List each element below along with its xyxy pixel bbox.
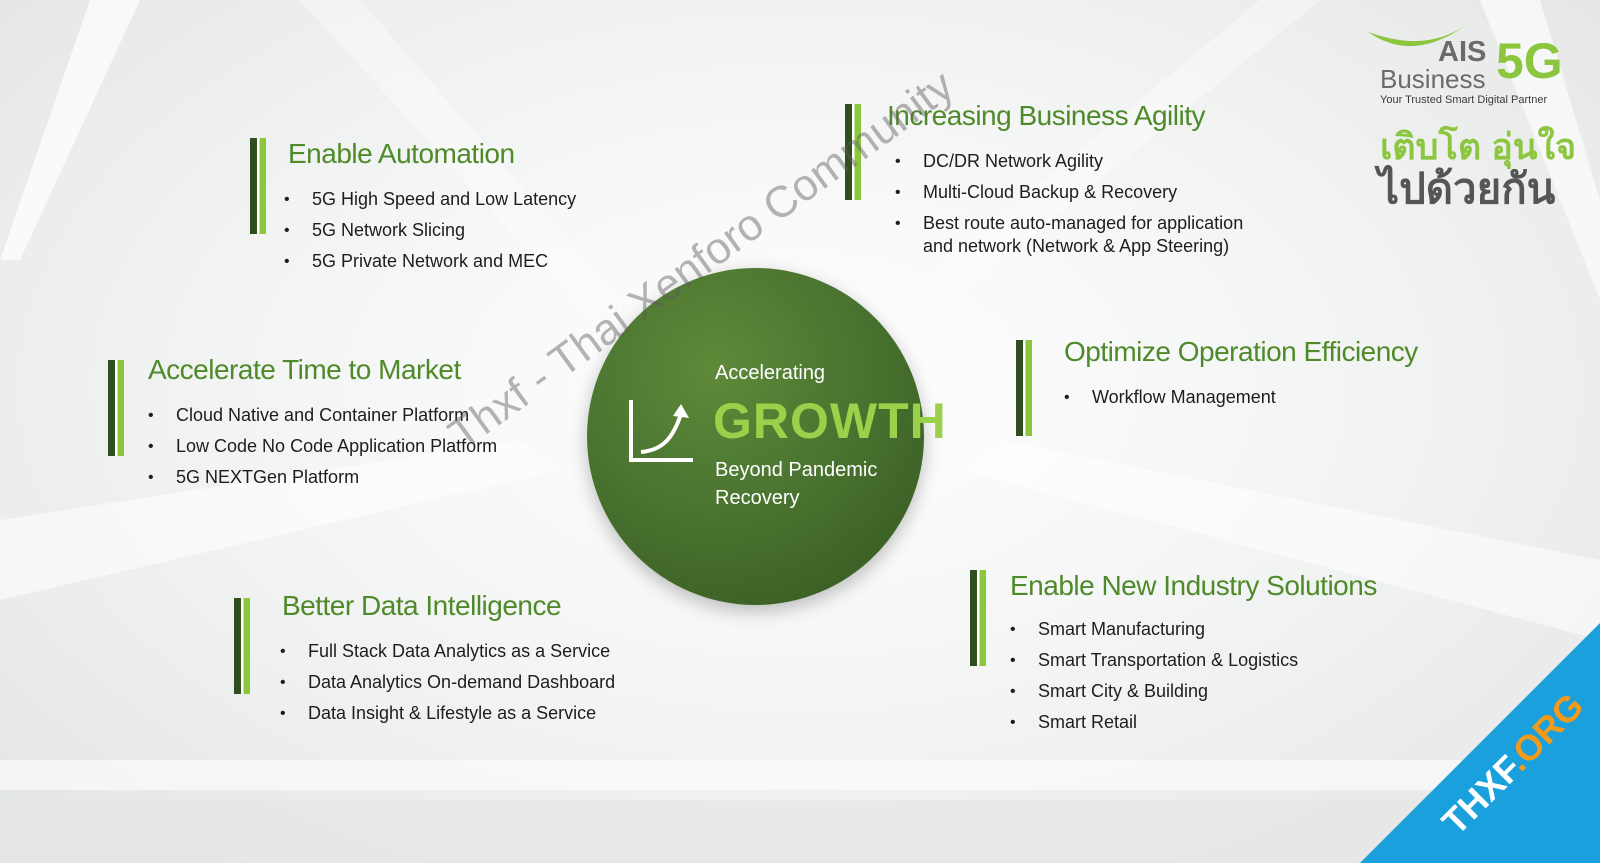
list-item: Data Analytics On-demand Dashboard [280,667,615,698]
list-item: Workflow Management [1064,382,1276,413]
section-accent-bar [234,598,250,694]
list-item: Data Insight & Lifestyle as a Service [280,698,615,729]
section-title: Better Data Intelligence [282,590,562,621]
list-item: Full Stack Data Analytics as a Service [280,636,615,667]
section-title: Increasing Business Agility [887,100,1206,131]
list-item: Multi-Cloud Backup & Recovery [895,177,1253,208]
logo-ais-text: AIS [1438,36,1487,68]
section-accent-bar [250,138,266,234]
center-line-beyond-pandemic: Beyond Pandemic Recovery [715,459,878,509]
logo-thai-line1: เติบโต อุ่นใจ [1380,126,1577,167]
section-accent-bar [845,104,861,200]
section-list: DC/DR Network Agility Multi-Cloud Backup… [895,146,1253,266]
list-item: Smart Manufacturing [1010,614,1298,645]
section-list: Cloud Native and Container Platform Low … [148,400,497,493]
list-item: 5G High Speed and Low Latency [284,184,576,215]
section-list: Full Stack Data Analytics as a Service D… [280,636,615,729]
section-title: Enable New Industry Solutions [1010,570,1377,601]
list-item: 5G Private Network and MEC [284,246,576,277]
section-title: Accelerate Time to Market [148,354,461,385]
list-item: Low Code No Code Application Platform [148,431,497,462]
section-list: 5G High Speed and Low Latency 5G Network… [284,184,576,277]
section-list: Workflow Management [1064,382,1276,413]
section-title: Optimize Operation Efficiency [1064,336,1418,367]
center-line-accelerating: Accelerating [715,362,826,384]
growth-chart-icon [629,400,693,462]
list-item: DC/DR Network Agility [895,146,1253,177]
section-title: Enable Automation [288,138,515,169]
logo-business-text: Business [1380,64,1486,94]
ais-business-5g-logo: AIS 5G Business Your Trusted Smart Digit… [1368,22,1576,222]
logo-tagline: Your Trusted Smart Digital Partner [1380,94,1548,106]
section-accent-bar [970,570,986,666]
section-accent-bar [1016,340,1032,436]
list-item: Best route auto-managed for application … [895,212,1253,258]
logo-5g-text: 5G [1496,33,1563,89]
ais-swoosh-icon [1368,24,1468,47]
list-item: Smart Retail [1010,707,1298,738]
section-list: Smart Manufacturing Smart Transportation… [1010,614,1298,738]
list-item: Smart Transportation & Logistics [1010,645,1298,676]
center-growth-circle: Accelerating GROWTH Beyond Pandemic Reco… [587,268,946,605]
section-accent-bar [108,360,124,456]
list-item: Smart City & Building [1010,676,1298,707]
center-line-growth: GROWTH [713,393,947,449]
list-item: 5G NEXTGen Platform [148,462,497,493]
badge-triangle [1360,623,1600,863]
list-item: Cloud Native and Container Platform [148,400,497,431]
list-item: 5G Network Slicing [284,215,576,246]
thxf-corner-badge[interactable]: THXF.ORG [1360,623,1600,863]
logo-thai-line2: ไปด้วยกัน [1378,165,1556,212]
